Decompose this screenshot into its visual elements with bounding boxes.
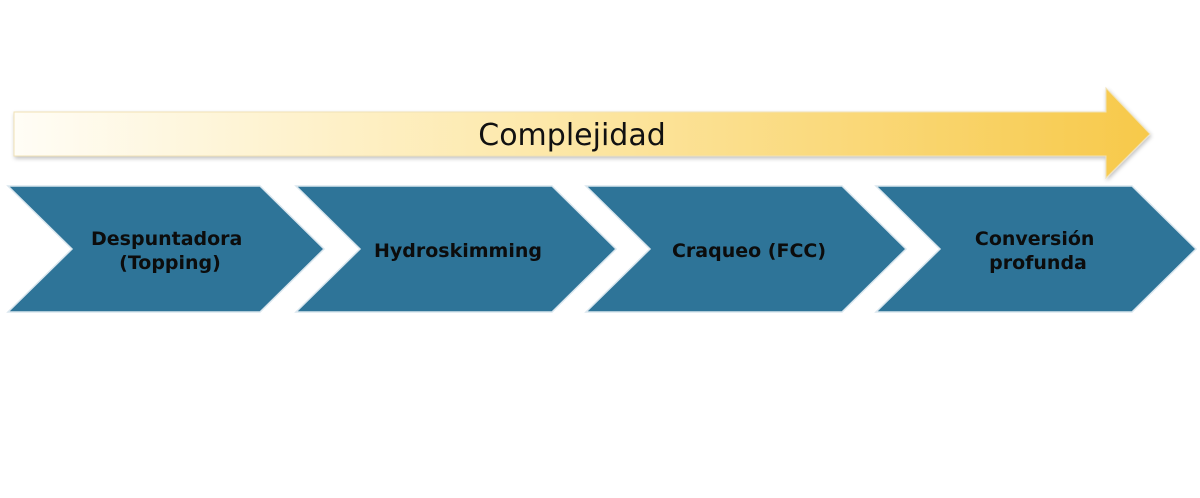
chevron-label-line: Despuntadora (91, 228, 242, 250)
chevron-shape (584, 185, 908, 313)
chevron-shape (874, 185, 1198, 313)
process-chevrons: Despuntadora (Topping) Hydroskimming Cra… (6, 185, 1198, 313)
complexity-arrow-label: Complejidad (478, 118, 666, 153)
chevron-step-1: Despuntadora (Topping) (6, 185, 326, 313)
chevron-label-line: Craqueo (FCC) (672, 240, 826, 262)
chevron-shape (6, 185, 326, 313)
chevron-label-line: Conversión (975, 228, 1095, 250)
chevron-step-2: Hydroskimming (294, 185, 618, 313)
chevron-label-line: (Topping) (119, 252, 221, 274)
complexity-arrow: Complejidad (13, 86, 1151, 180)
complexity-arrow-shape (13, 86, 1151, 180)
chevron-label: Conversión profunda (975, 228, 1101, 274)
chevron-step-4: Conversión profunda (874, 185, 1198, 313)
chevron-label: Craqueo (FCC) (672, 240, 826, 262)
chevron-label: Despuntadora (Topping) (91, 228, 249, 274)
chevron-shape (294, 185, 618, 313)
chevron-label-line: Hydroskimming (374, 240, 542, 262)
chevron-step-3: Craqueo (FCC) (584, 185, 908, 313)
chevron-label: Hydroskimming (374, 240, 542, 262)
chevron-label-line: profunda (989, 252, 1087, 274)
